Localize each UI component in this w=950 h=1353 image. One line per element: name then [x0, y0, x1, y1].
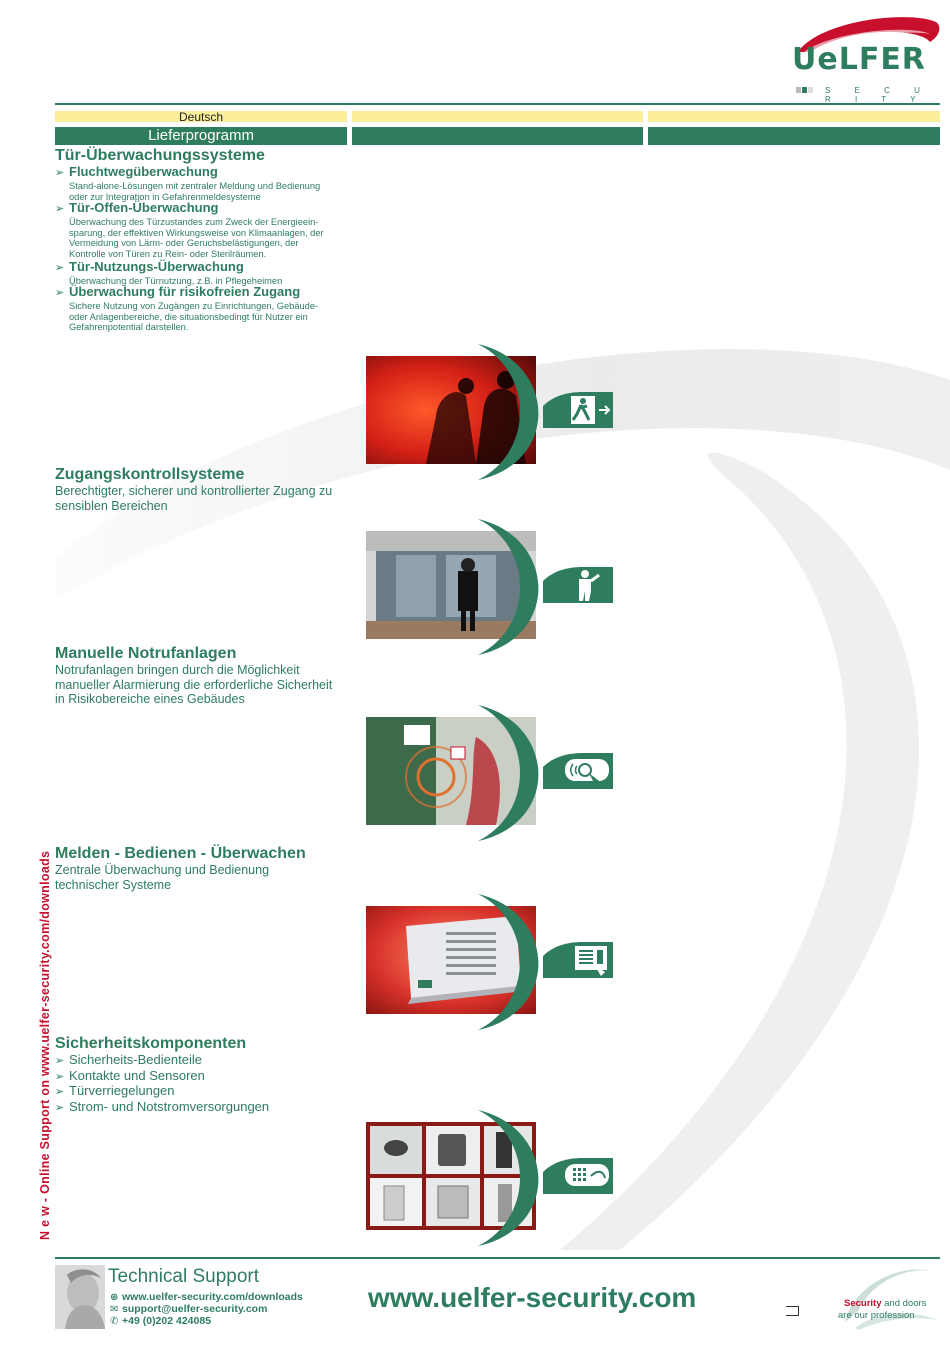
- support-title: Technical Support: [108, 1266, 260, 1287]
- section-title-security-components: Sicherheitskomponenten: [55, 1035, 247, 1052]
- slogan-line-2: are our profession: [838, 1310, 915, 1321]
- small-bracket-mark: [786, 1306, 799, 1316]
- email-icon: ✉: [110, 1304, 119, 1315]
- green-arc: [478, 519, 539, 655]
- photo-security-components: [366, 1122, 536, 1230]
- logo-wordmark: UeLFER: [792, 42, 926, 77]
- arrow-bullet-icon: ➢: [55, 1070, 65, 1083]
- language-bar-empty-3: [648, 111, 940, 122]
- section-title-door-monitoring: Tür-Überwachungssysteme: [55, 147, 265, 164]
- support-email-link[interactable]: ✉support@uelfer-security.com: [110, 1303, 268, 1315]
- section-title-access-control: Zugangskontrollsysteme: [55, 466, 245, 483]
- image-group-security-components: [366, 1108, 621, 1248]
- access-control-person-icon: [543, 567, 613, 603]
- section-text-access-control: Berechtigter, sicherer und kontrollierte…: [55, 484, 333, 513]
- image-group-manual-alarm: [366, 703, 621, 843]
- arrow-bullet-icon: ➢: [55, 167, 65, 179]
- logo-squares-icon: [796, 87, 813, 93]
- image-group-access-control: [366, 517, 621, 657]
- green-arc: [478, 1110, 539, 1246]
- photo-emergency-call: [366, 717, 536, 825]
- program-bar-empty-2: [352, 127, 643, 145]
- header-rule: [55, 103, 940, 105]
- footer-rule: [55, 1257, 940, 1259]
- logo-subtitle: S E C U R I T Y: [825, 86, 931, 104]
- arrow-bullet-icon: ➢: [55, 262, 65, 274]
- slogan-line-1: Security and doors: [844, 1298, 927, 1309]
- support-downloads-link[interactable]: ⊕www.uelfer-security.com/downloads: [110, 1291, 303, 1303]
- section-title-manual-alarm: Manuelle Notrufanlagen: [55, 645, 237, 662]
- list-item: ➢Strom- und Notstromversorgungen: [55, 1098, 270, 1114]
- program-title-bar: Lieferprogramm: [55, 127, 347, 145]
- list-item: ➢Kontakte und Sensoren: [55, 1067, 205, 1083]
- list-item: ➢Sicherheits-Bedienteile: [55, 1052, 202, 1067]
- list-item: ➢Türverriegelungen: [55, 1083, 175, 1099]
- green-arc: [478, 894, 539, 1030]
- green-arc: [478, 344, 539, 480]
- phone-icon: ✆: [110, 1316, 119, 1327]
- program-bar-empty-3: [648, 127, 940, 145]
- arrow-bullet-icon: ➢: [55, 1101, 65, 1114]
- green-arc: [478, 705, 539, 841]
- emergency-exit-icon: [543, 392, 613, 428]
- uelfer-logo: [798, 17, 940, 54]
- support-agent-photo: [55, 1265, 105, 1329]
- globe-icon: ⊕: [110, 1292, 119, 1303]
- bullet-tuer-nutzung: ➢Tür-Nutzungs-Überwachung Überwachung de…: [55, 259, 283, 286]
- section-text-monitoring-control: Zentrale Überwachung und Bedienung techn…: [55, 863, 270, 892]
- bullet-tuer-offen: ➢Tür-Offen-Überwachung Überwachung des T…: [55, 200, 324, 259]
- section-title-monitoring-control: Melden - Bedienen - Überwachen: [55, 845, 306, 862]
- photo-escaping-people: [366, 356, 536, 464]
- photo-control-panel: [366, 906, 536, 1014]
- bullet-risikofrei: ➢Überwachung für risikofreien Zugang Sic…: [55, 284, 319, 333]
- arrow-bullet-icon: ➢: [55, 1055, 65, 1067]
- alarm-button-press-icon: [543, 753, 613, 789]
- components-bullet-list: ➢Sicherheits-Bedienteile ➢Kontakte und S…: [55, 1052, 270, 1115]
- arrow-bullet-icon: ➢: [55, 1086, 65, 1099]
- keypad-card-icon: [543, 1158, 613, 1194]
- language-bar-empty-2: [352, 111, 643, 122]
- slogan-swoosh-graphic: [845, 1269, 937, 1330]
- language-bar[interactable]: Deutsch: [55, 111, 347, 123]
- website-link[interactable]: www.uelfer-security.com: [368, 1282, 697, 1313]
- photo-revolving-door: [366, 531, 536, 639]
- arrow-bullet-icon: ➢: [55, 287, 65, 299]
- section-text-manual-alarm: Notrufanlagen bringen durch die Möglichk…: [55, 663, 333, 707]
- side-online-support-text[interactable]: N e w - Online Support on www.uelfer-sec…: [38, 850, 52, 1240]
- image-group-monitoring-control: [366, 892, 621, 1032]
- arrow-bullet-icon: ➢: [55, 203, 65, 215]
- image-group-door-monitoring: [366, 342, 621, 482]
- control-panel-icon: [543, 942, 613, 978]
- bullet-fluchtweg: ➢Fluchtwegüberwachung Stand-alone-Lösung…: [55, 164, 321, 202]
- support-phone[interactable]: ✆+49 (0)202 424085: [110, 1315, 212, 1327]
